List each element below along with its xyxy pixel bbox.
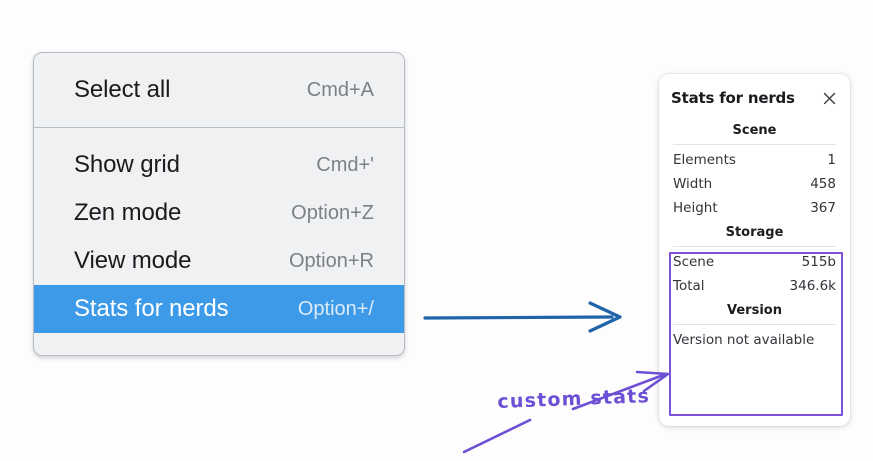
stat-value-height: 367 <box>810 200 836 216</box>
section-rule-scene <box>673 144 836 145</box>
menu-item-view-mode-shortcut: Option+R <box>288 249 374 272</box>
menu-group-2-bottom-padding <box>34 333 404 346</box>
menu-item-zen-mode[interactable]: Zen mode Option+Z <box>34 189 404 237</box>
context-menu: Select all Cmd+A Show grid Cmd+' Zen mod… <box>33 52 405 356</box>
menu-group-1-top-padding <box>34 53 404 66</box>
menu-item-zen-mode-label: Zen mode <box>74 199 182 226</box>
stat-value-storage-scene: 515b <box>801 254 836 270</box>
menu-group-1-bottom-padding <box>34 114 404 127</box>
menu-item-view-mode-label: View mode <box>74 247 192 274</box>
section-rule-storage <box>673 246 836 247</box>
menu-item-view-mode[interactable]: View mode Option+R <box>34 237 404 285</box>
blue-arrow-annotation <box>423 301 622 333</box>
section-heading-scene: Scene <box>732 123 777 138</box>
menu-item-stats-for-nerds-shortcut: Option+/ <box>297 297 374 320</box>
purple-underline-stroke-annotation <box>462 418 532 454</box>
stat-row-storage-scene: Scene 515b <box>671 250 838 274</box>
stat-key-height: Height <box>673 200 718 216</box>
menu-item-stats-for-nerds[interactable]: Stats for nerds Option+/ <box>34 285 404 333</box>
stat-row-storage-total: Total 346.6k <box>671 274 838 298</box>
stat-row-elements: Elements 1 <box>671 148 838 172</box>
close-icon[interactable] <box>820 89 838 107</box>
stat-row-width: Width 458 <box>671 172 838 196</box>
handwritten-annotation-label: custom stats <box>497 385 651 413</box>
section-heading-version: Version <box>727 303 782 318</box>
menu-separator <box>34 127 404 128</box>
section-rule-version <box>673 324 836 325</box>
menu-item-show-grid[interactable]: Show grid Cmd+' <box>34 141 404 189</box>
menu-item-select-all[interactable]: Select all Cmd+A <box>34 66 404 114</box>
stat-value-elements: 1 <box>827 152 836 168</box>
menu-item-select-all-label: Select all <box>74 76 171 103</box>
stats-panel-title: Stats for nerds <box>671 89 795 107</box>
stat-value-storage-total: 346.6k <box>789 278 836 294</box>
stat-key-storage-total: Total <box>673 278 705 294</box>
menu-group-1: Select all Cmd+A <box>34 53 404 127</box>
menu-item-show-grid-label: Show grid <box>74 151 180 178</box>
stats-for-nerds-panel: Stats for nerds Scene Elements 1 Width 4… <box>659 74 850 426</box>
stats-panel-header: Stats for nerds <box>671 84 838 112</box>
stat-value-width: 458 <box>810 176 836 192</box>
menu-group-2: Show grid Cmd+' Zen mode Option+Z View m… <box>34 128 404 346</box>
stat-key-width: Width <box>673 176 713 192</box>
menu-item-zen-mode-shortcut: Option+Z <box>291 201 374 224</box>
menu-item-show-grid-shortcut: Cmd+' <box>316 153 374 176</box>
menu-item-stats-for-nerds-label: Stats for nerds <box>74 295 229 322</box>
section-heading-storage: Storage <box>725 225 784 240</box>
menu-group-2-top-padding <box>34 128 404 141</box>
stat-key-storage-scene: Scene <box>673 254 715 270</box>
stat-row-height: Height 367 <box>671 196 838 220</box>
version-not-available-note: Version not available <box>673 332 815 348</box>
stat-key-elements: Elements <box>673 152 736 168</box>
menu-item-select-all-shortcut: Cmd+A <box>306 78 374 101</box>
